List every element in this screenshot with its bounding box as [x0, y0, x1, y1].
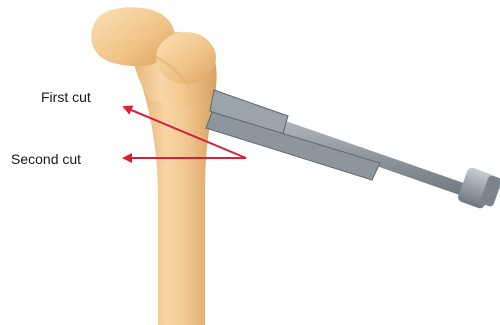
second-cut-label: Second cut: [11, 152, 81, 166]
femur-shaft: [140, 80, 215, 325]
instrument-rod: [256, 112, 478, 200]
instrument-handle-icon: [457, 166, 500, 209]
first-cut-label: First cut: [41, 90, 91, 104]
